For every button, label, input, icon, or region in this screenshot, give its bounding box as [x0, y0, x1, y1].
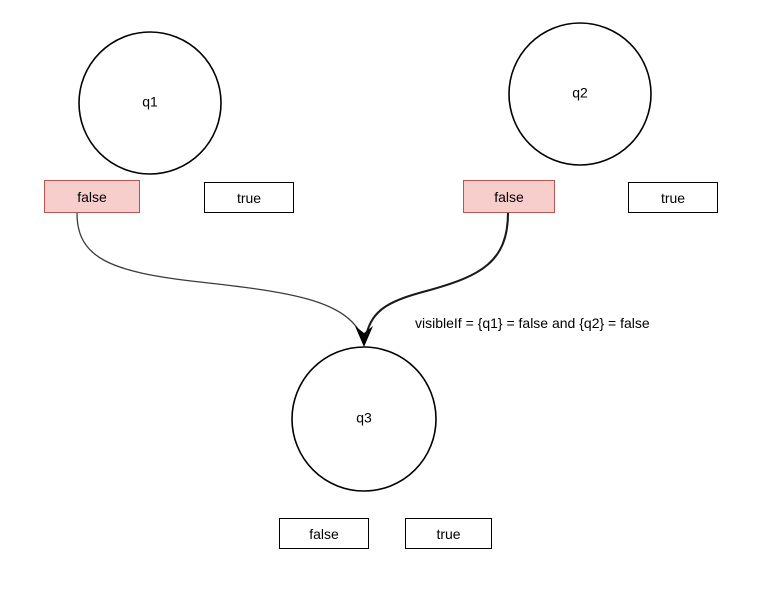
node-label-q2: q2 — [572, 85, 588, 101]
q2-option-true[interactable]: true — [628, 182, 718, 213]
node-circle-q2[interactable] — [508, 22, 652, 166]
q3-option-false[interactable]: false — [279, 518, 369, 549]
arrowhead-icon — [355, 326, 373, 347]
node-label-q3: q3 — [356, 410, 372, 426]
q3-option-true[interactable]: true — [405, 518, 492, 549]
node-circle-q3[interactable] — [291, 346, 437, 492]
q2-option-false[interactable]: false — [463, 180, 555, 213]
q1-option-false[interactable]: false — [44, 180, 140, 213]
edge-q2-false-to-q3 — [364, 212, 510, 337]
visible-if-annotation: visibleIf = {q1} = false and {q2} = fals… — [415, 315, 650, 331]
q1-option-true[interactable]: true — [204, 182, 294, 213]
node-circle-q1[interactable] — [78, 31, 222, 175]
node-label-q1: q1 — [142, 94, 158, 110]
edge-q1-false-to-q3 — [76, 212, 363, 337]
